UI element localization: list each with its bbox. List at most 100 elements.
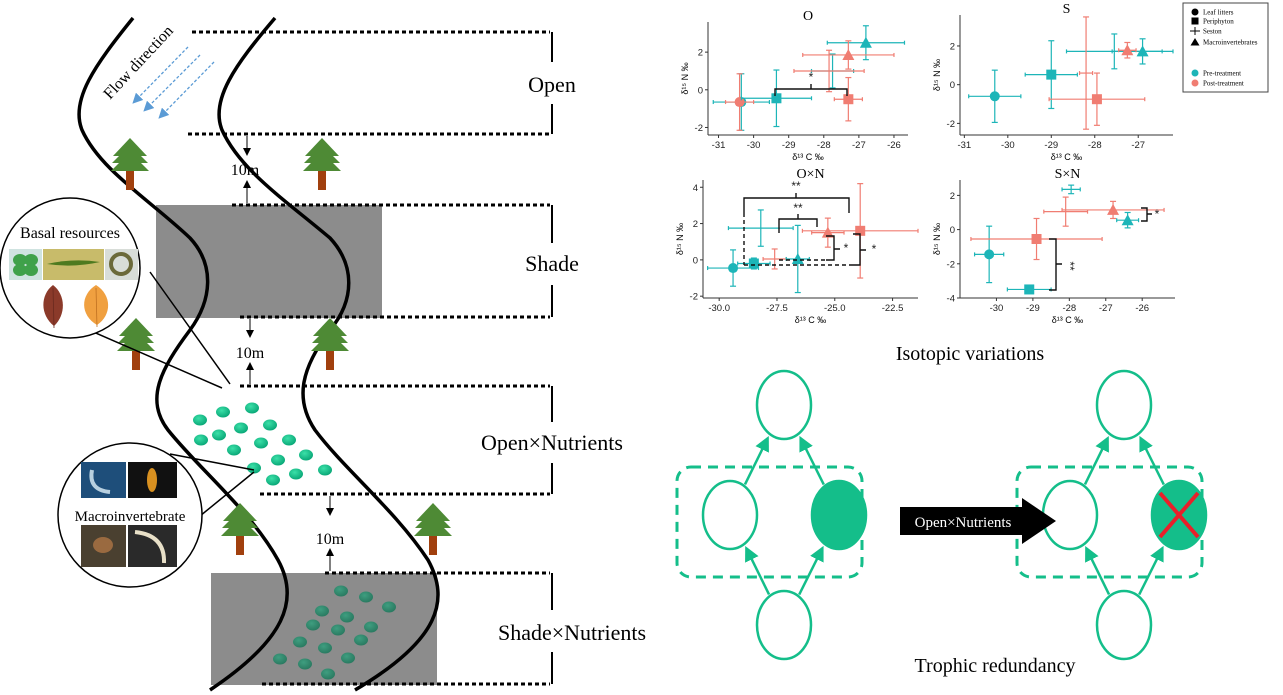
data-point-periphyton-pre <box>1024 40 1078 110</box>
y-tick-label: -2 <box>695 123 703 134</box>
legend-label: Macroinvertebrates <box>1203 39 1258 47</box>
bracket-oxn-peri-side <box>853 233 866 266</box>
x-tick-label: -29 <box>1044 140 1058 151</box>
removed-cross-icon <box>1158 491 1200 539</box>
feeding-link <box>798 545 824 596</box>
feeding-link <box>1139 435 1165 486</box>
nutrient-dot <box>341 652 355 664</box>
data-point-periphyton-post <box>970 217 1103 261</box>
reach-boundaries <box>188 30 550 686</box>
y-axis-label: δ¹⁵ N ‰ <box>932 59 942 91</box>
isotopic-variations-title: Isotopic variations <box>896 343 1045 365</box>
basal-resources-callout: Basal resources <box>0 197 231 389</box>
marker-circle <box>989 91 1000 102</box>
brown-leaf-icon <box>43 285 63 329</box>
marker-square <box>748 258 759 269</box>
y-tick-label: 0 <box>698 85 703 96</box>
x-tick-label: -29 <box>1026 303 1040 314</box>
x-tick-label: -27 <box>1131 140 1145 151</box>
marker-square <box>1091 94 1102 105</box>
data-point-periphyton-post <box>1048 72 1146 126</box>
x-tick-label: -27 <box>1099 303 1113 314</box>
x-tick-label: -30.0 <box>708 303 730 314</box>
feeding-link <box>799 435 825 486</box>
data-point-seston-post <box>762 248 787 270</box>
x-tick-label: -22.5 <box>882 303 904 314</box>
nutrient-dot <box>247 462 261 474</box>
y-tick-label: -2 <box>947 119 955 130</box>
x-tick-label: -30 <box>747 140 761 151</box>
y-tick-label: 2 <box>698 48 703 59</box>
bracket-oxn-periphyton <box>743 193 850 213</box>
legend-item-cross: Seston <box>1190 27 1222 36</box>
x-tick-label: -28 <box>817 140 831 151</box>
data-point-macroinvertebrates-post <box>1118 41 1137 59</box>
y-tick-label: -2 <box>690 292 698 303</box>
flow-direction-label: Flow direction <box>100 23 176 103</box>
nutrient-dot <box>271 454 285 466</box>
legend-label: Post-treatment <box>1203 80 1244 88</box>
significance-label: * <box>844 241 849 255</box>
focal-node <box>810 479 868 551</box>
y-tick-label: -2 <box>947 259 955 270</box>
legend-triangle-icon <box>1190 38 1200 46</box>
nutrient-dots-shade <box>273 585 396 680</box>
flow-arrows <box>132 46 215 119</box>
resource-node <box>755 589 813 661</box>
marker-square <box>1024 284 1035 295</box>
y-tick-label: 0 <box>950 80 955 91</box>
legend-label: Pre-treatment <box>1203 70 1241 78</box>
data-point-seston-post <box>1078 16 1094 130</box>
data-point-macroinvertebrates-pre <box>1111 38 1174 65</box>
marker-square <box>1031 234 1042 244</box>
redundant-node <box>701 479 759 551</box>
data-point-periphyton-pre <box>740 69 813 128</box>
tree-icon <box>303 138 341 190</box>
legend-square-icon <box>1191 17 1199 25</box>
data-point-macroinvertebrates-pre <box>826 25 906 61</box>
y-axis-label: δ¹⁵ N ‰ <box>932 223 942 255</box>
data-point-periphyton-pre <box>1006 284 1052 295</box>
chart-title: S×N <box>1055 167 1081 182</box>
resource-node <box>1095 589 1153 661</box>
bracket-oxn-macro-side <box>826 235 840 261</box>
worm-photo <box>128 525 177 567</box>
distance-label-3: 10m <box>316 531 345 548</box>
significance-brackets: ********** <box>743 70 1160 291</box>
treatment-arrow-label: Open×Nutrients <box>915 515 1012 531</box>
nutrient-dot <box>273 653 287 665</box>
stonefly-larva-photo <box>128 462 177 498</box>
data-point-leaf-litters-pre <box>968 69 1022 124</box>
nutrient-dot <box>354 634 368 646</box>
y-tick-label: 2 <box>950 191 955 202</box>
stream-bank-left <box>77 16 290 692</box>
marker-circle <box>984 249 995 260</box>
treatment-arrow: Open×Nutrients <box>900 498 1056 544</box>
bracket-sxn-macro <box>1141 207 1152 222</box>
diatom-cells-image <box>9 249 42 280</box>
significance-label: * <box>1155 207 1160 221</box>
nutrient-dot <box>216 406 230 418</box>
nutrient-dot <box>315 605 329 617</box>
trophic-redundancy-title: Trophic redundancy <box>915 655 1076 677</box>
nutrient-dot <box>364 621 378 633</box>
consumer-node <box>1095 369 1153 441</box>
x-tick-label: -25.0 <box>824 303 846 314</box>
nutrient-dot <box>254 437 268 449</box>
chart-title: S <box>1063 2 1071 17</box>
nutrient-dot <box>318 464 332 476</box>
nutrient-dot <box>321 668 335 680</box>
x-axis-label: δ¹³ C ‰ <box>1051 152 1083 162</box>
data-point-macroinvertebrates-post <box>1061 200 1165 220</box>
nutrient-dot <box>263 419 277 431</box>
x-axis-label: δ¹³ C ‰ <box>795 315 827 325</box>
feeding-link <box>1083 435 1109 486</box>
marker-square <box>1046 69 1057 80</box>
arrow-shape <box>900 498 1056 544</box>
nutrient-dots-open <box>193 402 332 486</box>
distance-label-2: 10m <box>236 345 265 362</box>
